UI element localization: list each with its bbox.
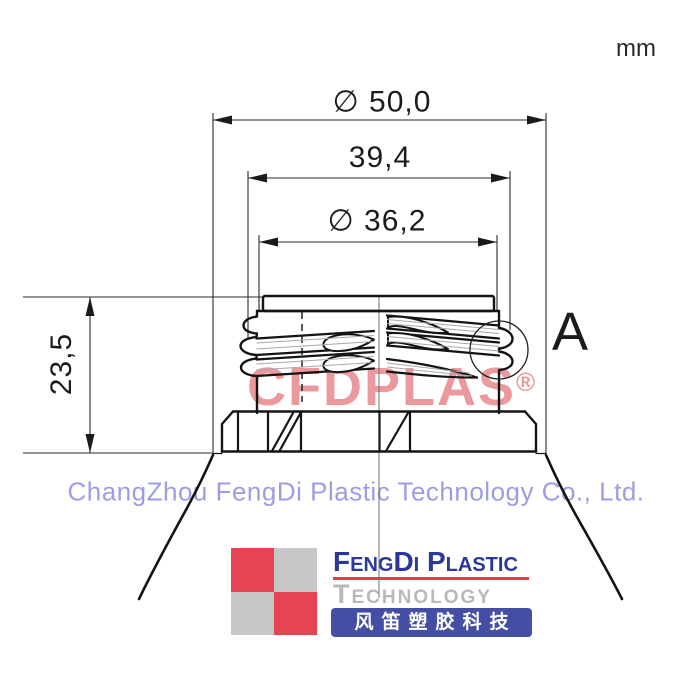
dimension-label-outer-diameter: ∅ 50,0 bbox=[332, 85, 432, 119]
watermark-brand-text: CFDPLAS bbox=[247, 357, 516, 417]
company-logo: FengDi Plastic Technology 风笛塑胶科技 bbox=[231, 548, 541, 640]
logo-underline bbox=[333, 577, 529, 580]
arrow-up-icon bbox=[85, 297, 95, 316]
dimension-outer-diameter bbox=[212, 113, 547, 455]
arrow-right-icon bbox=[478, 237, 497, 247]
registered-trademark-symbol: ® bbox=[516, 367, 536, 397]
arrow-left-icon bbox=[259, 237, 278, 247]
neck-wall-left-with-thread-bumps bbox=[239, 309, 259, 415]
logo-company-name-sub: Technology bbox=[333, 579, 492, 609]
detail-circle bbox=[469, 320, 529, 380]
logo-company-name-cn: 风笛塑胶科技 bbox=[331, 608, 532, 637]
bottle-neck-outline bbox=[239, 294, 514, 415]
arrow-left-icon bbox=[213, 115, 232, 125]
dimension-label-thread-diameter: 39,4 bbox=[348, 141, 412, 174]
shoulder-left bbox=[137, 453, 215, 601]
dimension-label-neck-diameter: ∅ 36,2 bbox=[327, 204, 427, 238]
dimension-thread-diameter bbox=[247, 171, 511, 338]
watermark-company: ChangZhou FengDi Plastic Technology Co.,… bbox=[67, 476, 645, 507]
neck-wall-right-with-thread-bumps bbox=[497, 309, 514, 415]
unit-label: mm bbox=[616, 35, 656, 62]
dimension-label-neck-height: 23,5 bbox=[45, 332, 78, 396]
thread-shading-lines bbox=[256, 319, 500, 377]
arrow-right-icon bbox=[491, 173, 510, 183]
detail-view-label: A bbox=[551, 302, 589, 362]
logo-company-name-en: FengDi Plastic bbox=[333, 546, 518, 577]
collar-lugs bbox=[236, 411, 412, 453]
neck-support-collar bbox=[212, 410, 547, 455]
dimension-neck-diameter bbox=[258, 235, 498, 310]
arrow-left-icon bbox=[248, 173, 267, 183]
arrow-right-icon bbox=[527, 115, 546, 125]
shoulder-right bbox=[544, 453, 624, 601]
dimension-neck-height bbox=[23, 296, 263, 454]
checker-square-top-right bbox=[274, 548, 317, 592]
collar-right-end bbox=[523, 410, 538, 453]
logo-checker-icon bbox=[231, 548, 317, 635]
checker-square-top-left bbox=[231, 548, 274, 592]
arrow-down-icon bbox=[85, 434, 95, 453]
collar-left-end bbox=[220, 410, 235, 453]
checker-square-bottom-left bbox=[231, 591, 274, 635]
checker-square-bottom-right bbox=[274, 591, 317, 635]
watermark-brand: CFDPLAS® bbox=[247, 356, 535, 418]
bottle-shoulder bbox=[137, 453, 624, 601]
